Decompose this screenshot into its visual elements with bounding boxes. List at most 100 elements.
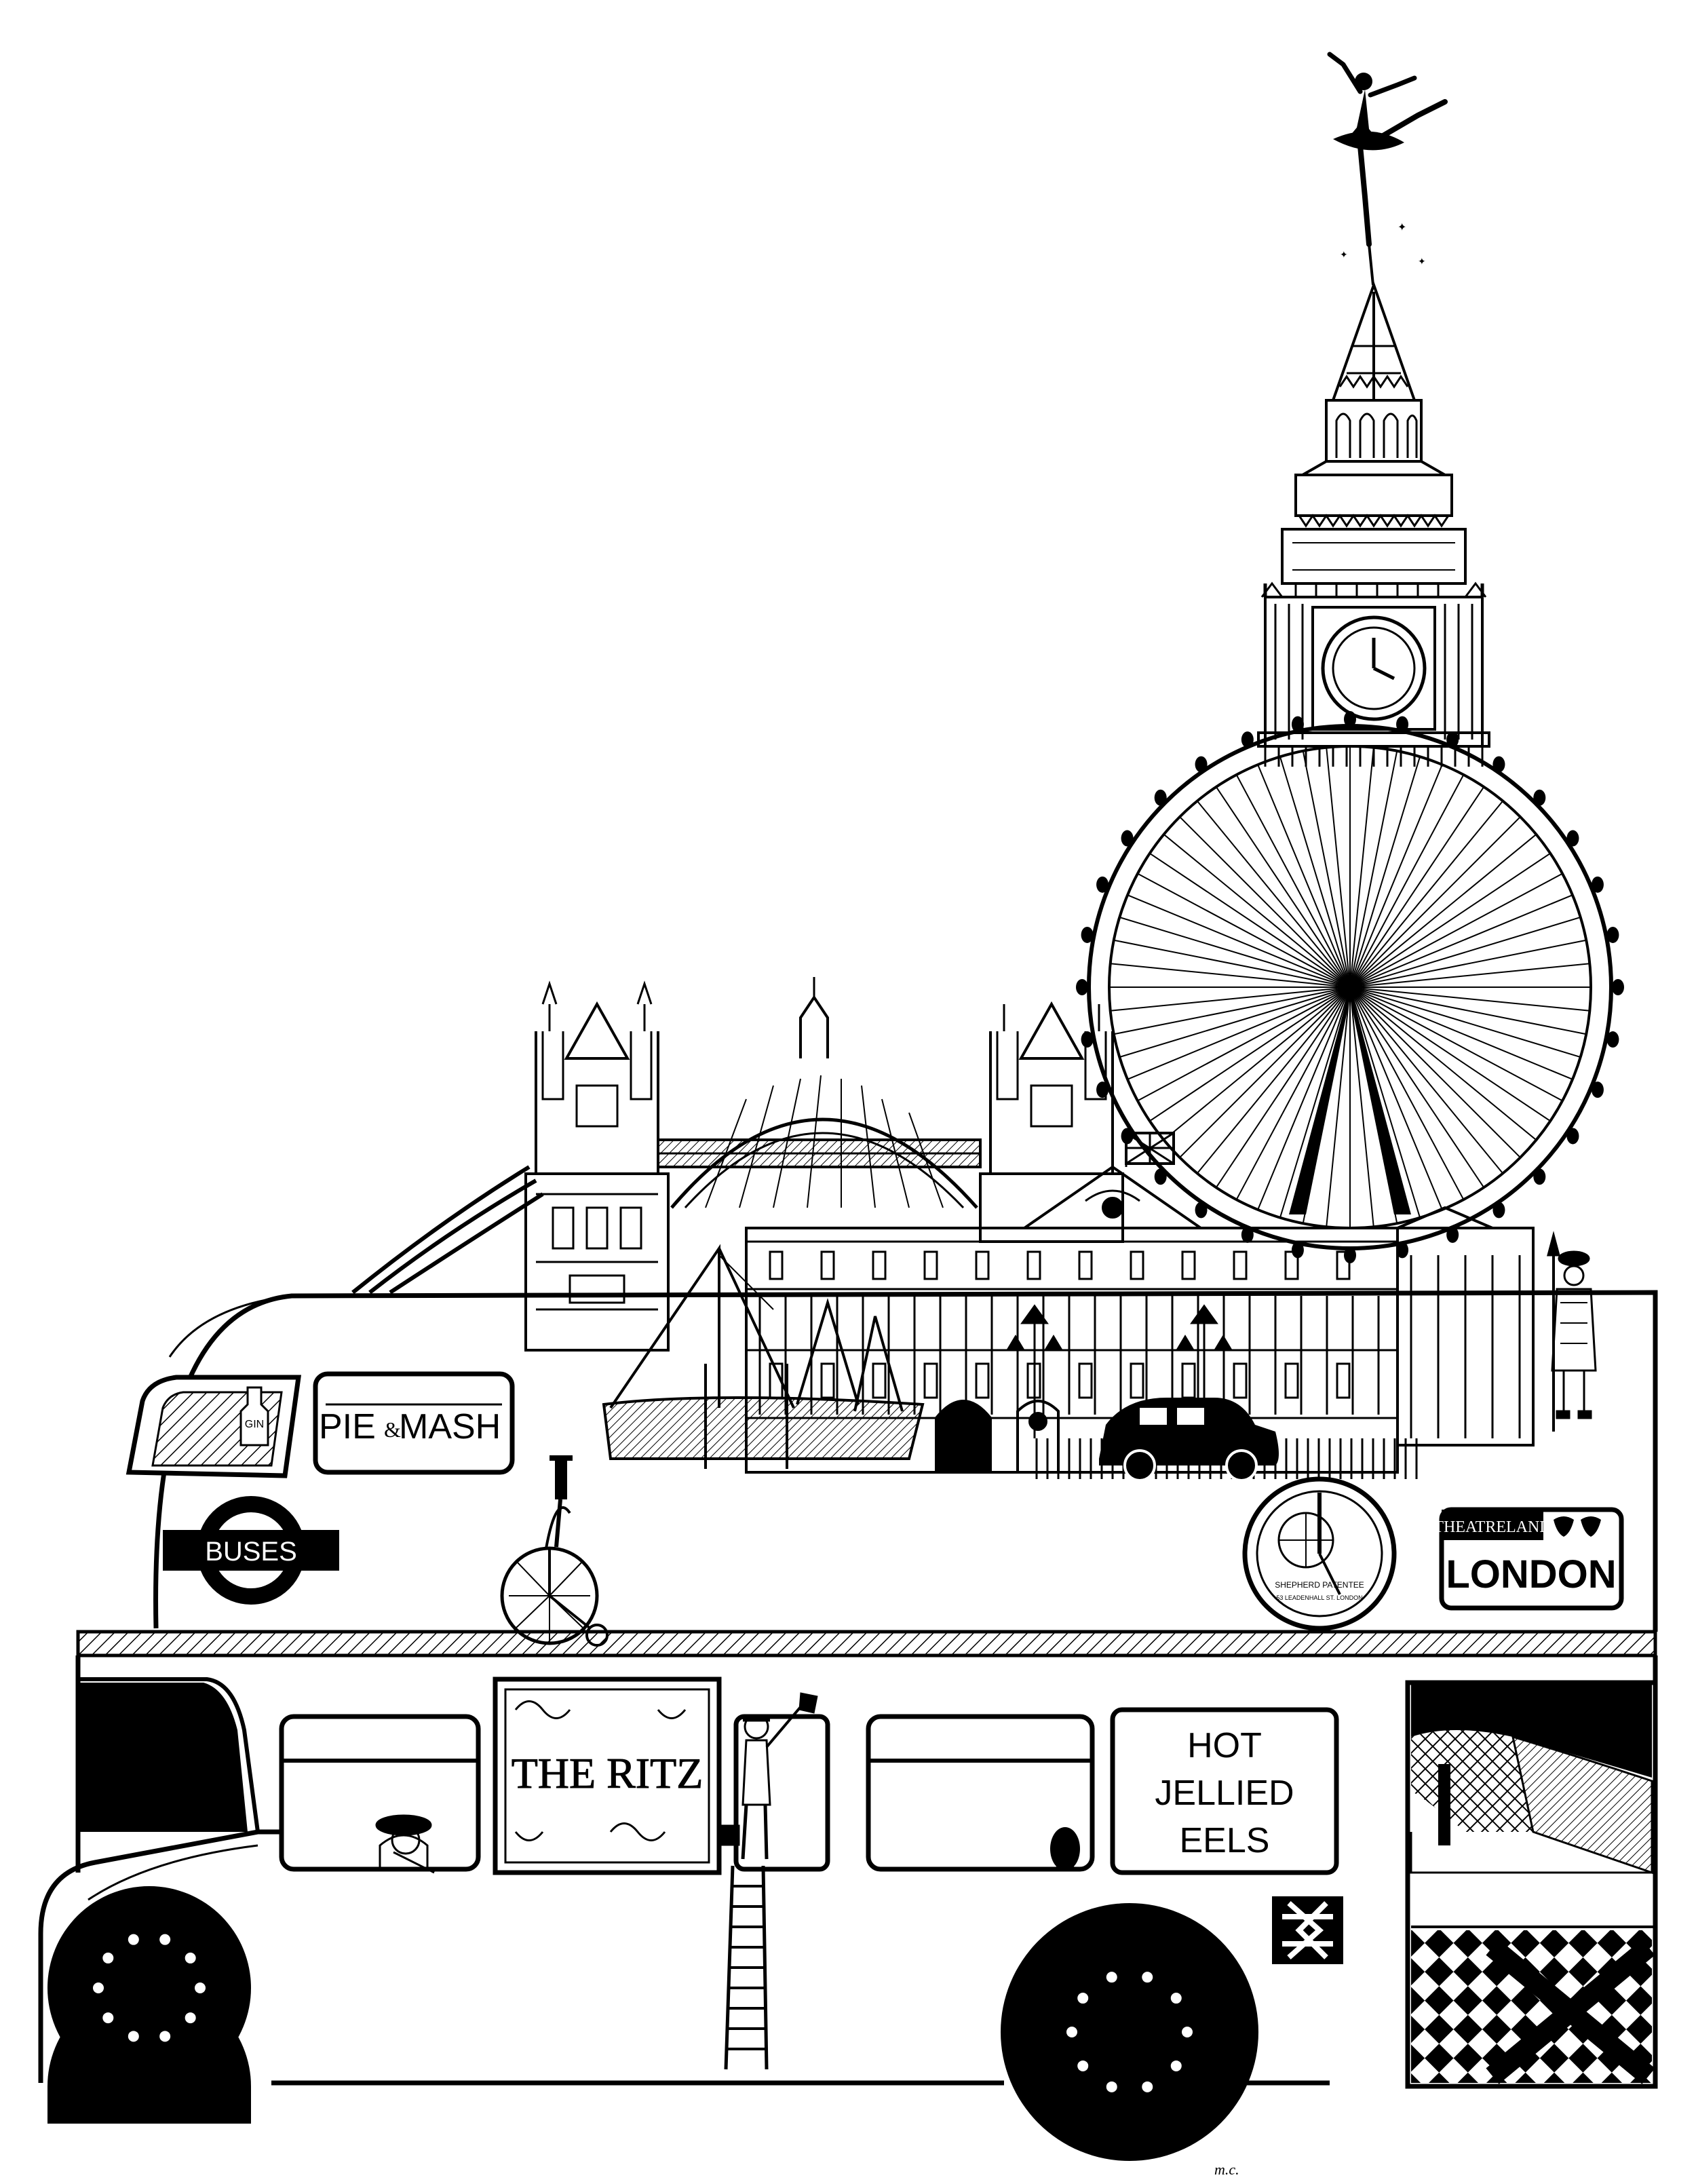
wheel-bolt	[1170, 1993, 1182, 2004]
ritz-text: THE RITZ	[512, 1749, 704, 1797]
london-eye-wheel	[1076, 711, 1624, 1263]
eye-pod	[1154, 789, 1167, 806]
lamp-head	[1190, 1304, 1218, 1324]
penny-farthing-cyclist	[500, 1455, 609, 1647]
eye-pod	[1154, 1168, 1167, 1185]
wheel-bolt	[1182, 2027, 1193, 2037]
eye-spoke	[1326, 747, 1351, 988]
beefeater-guard	[1547, 1231, 1597, 1432]
clock-maker-text: SHEPHERD PATENTEE	[1275, 1580, 1364, 1590]
eye-pod	[1076, 979, 1088, 995]
eye-spoke	[1149, 986, 1351, 1122]
theatreland-london-sign: THEATRELAND LONDON	[1433, 1507, 1624, 1611]
amp-text: &	[384, 1417, 401, 1442]
eye-spoke	[1349, 986, 1581, 1058]
eye-spoke	[1349, 986, 1485, 1188]
sailing-boat	[602, 1244, 925, 1469]
palace-window	[1181, 1362, 1196, 1399]
eye-spoke	[1127, 894, 1351, 988]
hot-text: HOT	[1187, 1726, 1262, 1765]
wheel-bolt	[185, 1952, 196, 1963]
eye-spoke	[1215, 786, 1351, 988]
eye-pod	[1291, 1242, 1304, 1259]
eels-text: EELS	[1180, 1821, 1270, 1860]
clock-address-text: 53 LEADENHALL ST. LONDON	[1276, 1594, 1362, 1601]
eye-spoke	[1349, 750, 1398, 988]
eye-spoke	[1149, 852, 1351, 988]
wheel-bolt	[102, 1952, 114, 1963]
wheel-bolt	[128, 1934, 139, 1945]
eye-spoke	[1119, 986, 1351, 1058]
eye-pod	[1096, 876, 1109, 893]
eye-pod	[1241, 731, 1254, 748]
eye-spoke	[1349, 986, 1503, 1174]
palace-window	[975, 1362, 990, 1399]
wheel-bolt	[1077, 1993, 1089, 2004]
buses-text: BUSES	[205, 1537, 297, 1567]
eye-pod	[1591, 876, 1604, 893]
eye-spoke	[1163, 986, 1351, 1141]
eye-spoke	[1257, 986, 1351, 1210]
ritz-sign: THE RITZ	[493, 1677, 722, 1875]
guardsman-bearskin	[1050, 1827, 1080, 1871]
buses-roundel-logo: BUSES	[163, 1496, 339, 1605]
eye-spoke	[1215, 986, 1351, 1188]
eye-spoke	[1302, 750, 1351, 988]
ballerina-figure: ✦ ✦ ✦	[1327, 52, 1448, 286]
eye-spoke	[1137, 873, 1351, 988]
eye-spoke	[1113, 986, 1351, 1035]
eye-pod	[1121, 830, 1134, 847]
gin-label: GIN	[245, 1419, 264, 1430]
eye-spoke	[1349, 986, 1465, 1200]
eye-spoke	[1349, 986, 1443, 1210]
artist-signature: m.c.	[1214, 2161, 1239, 2178]
eye-spoke	[1279, 756, 1351, 988]
black-cab-taxi	[1099, 1398, 1279, 1482]
eye-pod	[1606, 1031, 1619, 1048]
palace-window	[872, 1362, 887, 1399]
palace-window	[1078, 1250, 1093, 1280]
pie-text: PIE	[319, 1407, 376, 1447]
palace-window	[1181, 1250, 1196, 1280]
eye-pod	[1241, 1226, 1254, 1243]
eye-pod	[1195, 1202, 1208, 1219]
rear-platform-staircase	[1405, 1680, 1658, 2089]
wheel-bolt	[195, 1982, 206, 1993]
eye-spoke	[1137, 986, 1351, 1102]
svg-text:✦: ✦	[1340, 249, 1348, 260]
eye-spoke	[1179, 986, 1351, 1158]
eye-spoke	[1257, 764, 1351, 988]
palace-window	[820, 1250, 835, 1280]
wheel-bolt	[1106, 2081, 1117, 2092]
eye-spoke	[1179, 816, 1351, 988]
rear-wheel	[1001, 1903, 1258, 2161]
palace-window	[1233, 1250, 1248, 1280]
pie-and-mash-sign: PIE & MASH	[313, 1371, 515, 1475]
lamp-head	[1005, 1335, 1064, 1352]
eye-spoke	[1197, 800, 1351, 988]
eye-spoke	[1349, 834, 1537, 988]
eye-pod	[1591, 1081, 1604, 1098]
wheel-bolt	[1170, 2060, 1182, 2071]
front-wheel	[47, 1886, 251, 2124]
eye-spoke	[1163, 834, 1351, 988]
eye-spoke	[1197, 986, 1351, 1174]
svg-text:✦: ✦	[1398, 222, 1406, 233]
eye-spoke	[1349, 986, 1551, 1122]
palace-window	[923, 1250, 938, 1280]
wheel-bolt	[1077, 2060, 1089, 2071]
double-decker-bus: GIN PIE & MASH BUSES	[38, 1290, 1658, 2161]
eye-spoke	[1349, 800, 1503, 988]
paddington-bear	[375, 1814, 435, 1874]
eye-spoke	[1349, 986, 1521, 1158]
eye-spoke	[1349, 816, 1521, 988]
svg-text:✦: ✦	[1418, 256, 1426, 267]
eye-pod	[1446, 1226, 1459, 1243]
eye-pod	[1396, 716, 1409, 733]
eye-spoke	[1127, 986, 1351, 1080]
eye-pod	[1612, 979, 1624, 995]
eye-spoke	[1349, 852, 1551, 988]
eye-spoke	[1349, 986, 1374, 1227]
wheel-bolt	[128, 2031, 139, 2042]
